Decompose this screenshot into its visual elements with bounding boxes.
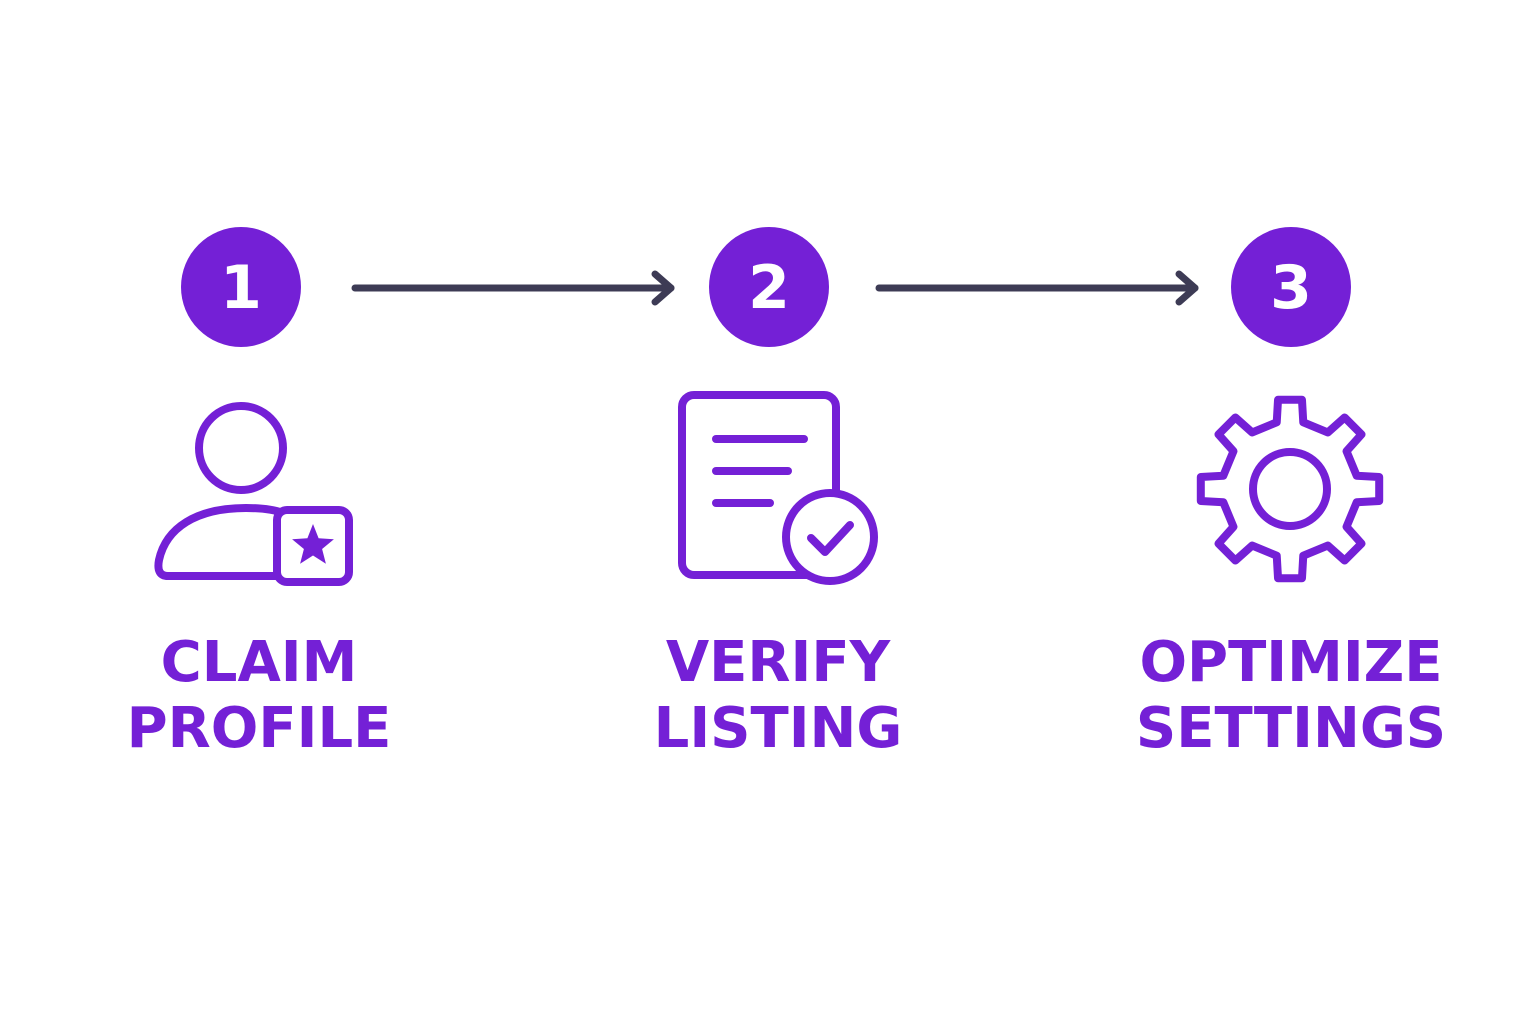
step-2-badge: 2 [709,227,829,347]
step-1-label: CLAIM PROFILE [69,630,449,762]
step-3-label-line-2: SETTINGS [1135,696,1447,761]
step-2-label: VERIFY LISTING [588,630,968,762]
user-star-icon [154,402,353,586]
step-1-number: 1 [220,253,262,323]
step-1-badge: 1 [181,227,301,347]
step-3-label-line-1: OPTIMIZE [1139,630,1443,695]
step-1-label-line-1: CLAIM [160,630,358,695]
step-3-number: 3 [1270,253,1312,323]
document-check-icon [678,391,878,585]
step-2-label-line-2: LISTING [653,696,903,761]
step-1-label-line-2: PROFILE [126,696,392,761]
step-3-label: OPTIMIZE SETTINGS [1101,630,1481,762]
gear-icon [1196,395,1384,583]
step-2-number: 2 [748,253,790,323]
arrow-right-icon [875,270,1199,306]
step-3-badge: 3 [1231,227,1351,347]
arrow-right-icon [351,270,675,306]
step-2-label-line-1: VERIFY [665,630,891,695]
